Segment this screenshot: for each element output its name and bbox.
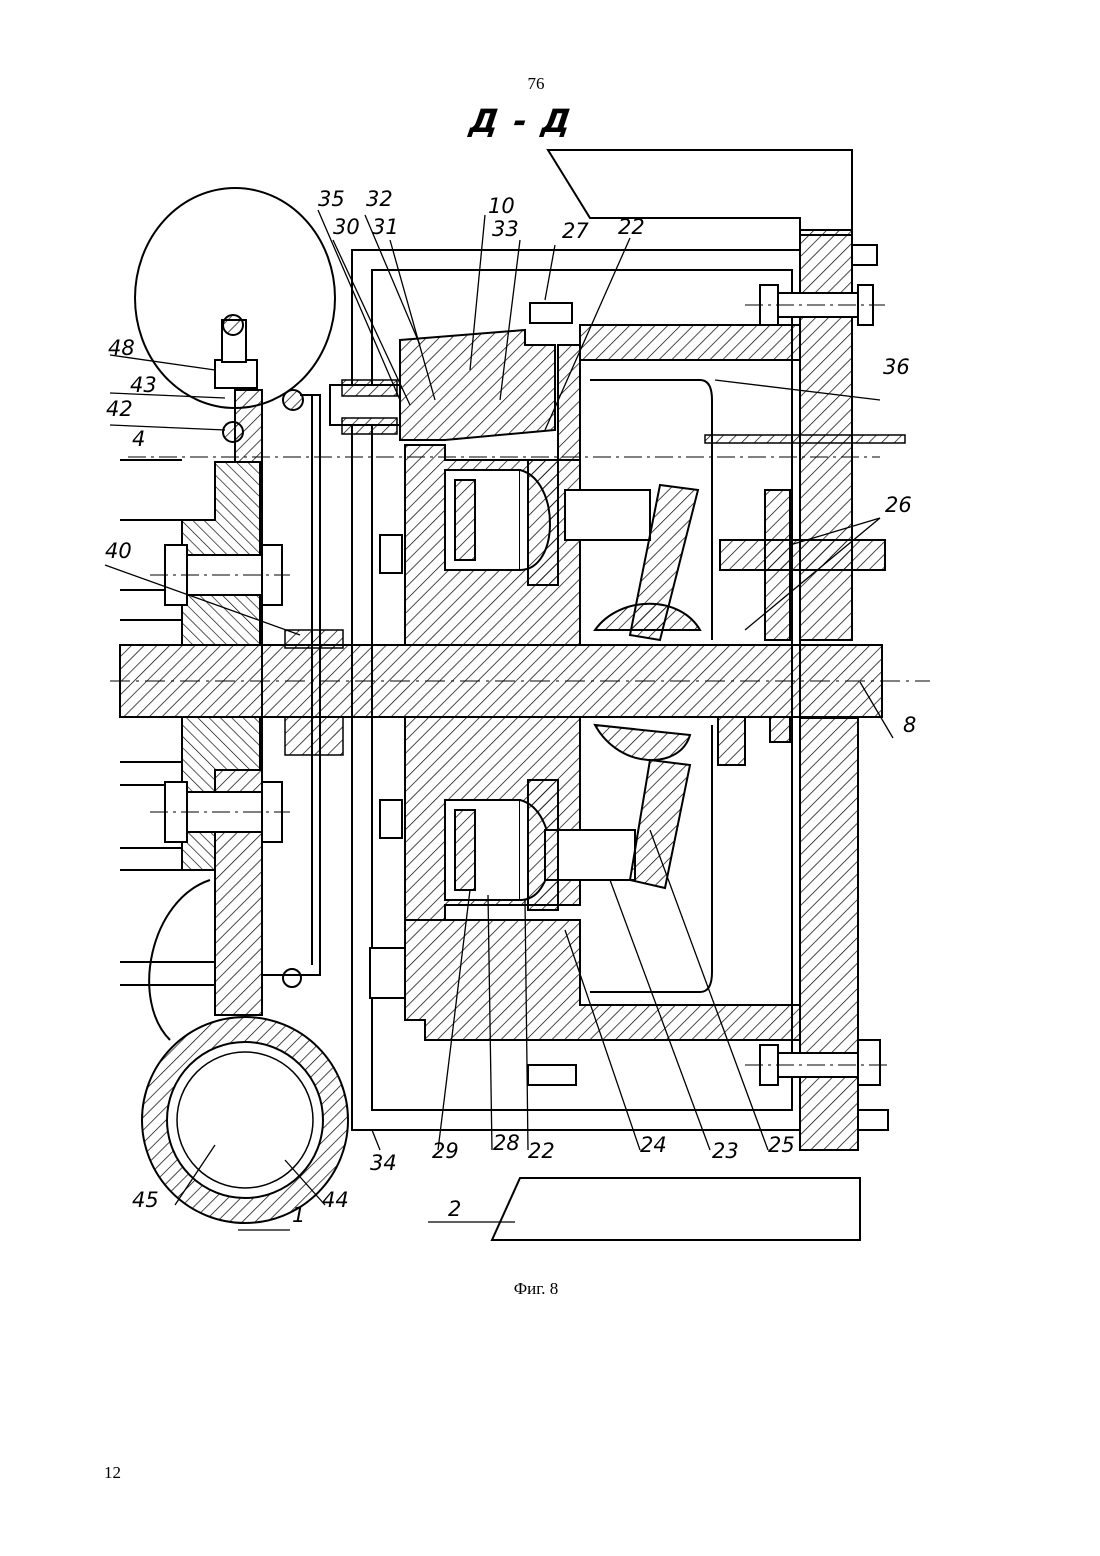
label-31: 31 <box>372 215 399 239</box>
label-32: 32 <box>366 187 393 211</box>
label-30: 30 <box>333 215 360 239</box>
label-35: 35 <box>318 187 345 211</box>
label-42: 42 <box>106 397 133 421</box>
label-45: 45 <box>132 1188 159 1212</box>
label-34: 34 <box>370 1151 397 1175</box>
label-44: 44 <box>322 1188 349 1212</box>
lower-disc <box>149 880 210 1040</box>
label-36: 36 <box>883 355 910 379</box>
page-number-bottom: 12 <box>104 1463 121 1483</box>
label-2: 2 <box>448 1197 461 1221</box>
label-22-bottom: 22 <box>528 1139 555 1163</box>
label-29: 29 <box>432 1139 459 1163</box>
label-28: 28 <box>493 1131 520 1155</box>
top-frame <box>548 150 852 235</box>
label-10: 10 <box>488 194 515 218</box>
bottom-plate <box>492 1178 860 1240</box>
label-48: 48 <box>108 336 135 360</box>
label-26: 26 <box>885 493 912 517</box>
label-25: 25 <box>768 1133 795 1157</box>
label-22-top: 22 <box>618 215 645 239</box>
label-24: 24 <box>640 1133 667 1157</box>
label-1: 1 <box>292 1203 305 1227</box>
label-40: 40 <box>105 539 132 563</box>
label-23: 23 <box>712 1139 739 1163</box>
figure-caption: Фиг. 8 <box>0 1279 1072 1299</box>
label-4: 4 <box>132 427 145 451</box>
label-33: 33 <box>492 217 519 241</box>
left-hub <box>182 462 260 645</box>
label-27: 27 <box>562 219 589 243</box>
label-8: 8 <box>903 713 916 737</box>
label-43: 43 <box>130 373 157 397</box>
